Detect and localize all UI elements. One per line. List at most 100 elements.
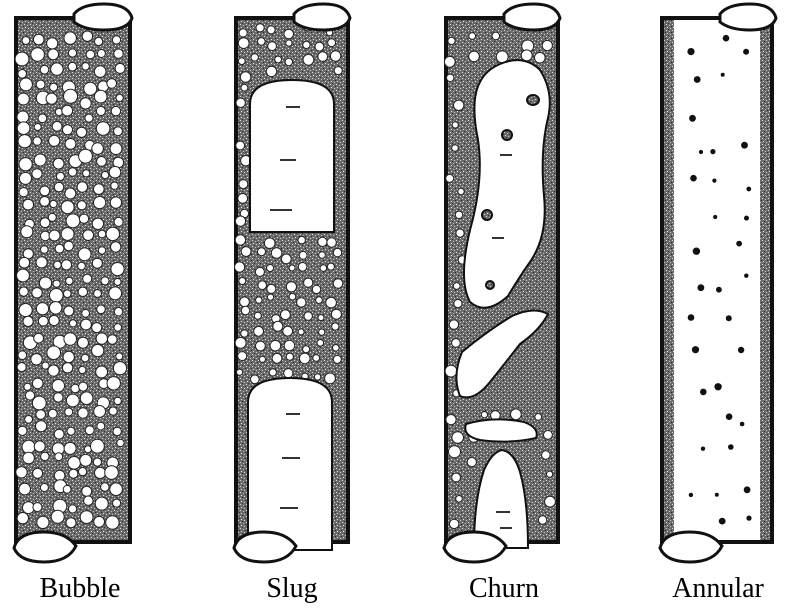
gas-bubble [84, 496, 93, 505]
gas-bubble [78, 262, 86, 270]
liquid-droplet [740, 422, 745, 427]
gas-bubble [238, 194, 248, 204]
gas-bubble [542, 451, 551, 460]
gas-bubble [20, 172, 32, 184]
gas-bubble [317, 340, 324, 347]
gas-bubble [114, 127, 123, 136]
gas-bubble [116, 353, 123, 360]
gas-bubble [82, 486, 92, 496]
liquid-droplet [719, 518, 726, 525]
gas-bubble [108, 335, 118, 345]
gas-bubble [83, 230, 94, 241]
gas-bubble [109, 166, 121, 178]
gas-bubble [79, 468, 87, 476]
gas-bubble [38, 316, 48, 326]
gas-bubble [66, 394, 79, 407]
gas-bubble [33, 137, 41, 145]
gas-bubble [91, 439, 105, 453]
liquid-droplet [699, 150, 703, 154]
gas-bubble [52, 121, 62, 131]
gas-bubble [94, 406, 106, 418]
gas-bubble [240, 297, 250, 307]
annular-gas-core [674, 20, 760, 540]
gas-bubble [101, 277, 109, 285]
gas-bubble [19, 287, 28, 296]
gas-bubble [19, 158, 32, 171]
liquid-droplet [746, 516, 751, 521]
gas-bubble [458, 188, 464, 194]
gas-bubble [259, 356, 265, 362]
gas-bubble [37, 516, 49, 528]
gas-bubble [69, 320, 76, 327]
liquid-droplet [726, 315, 732, 321]
liquid-droplet [716, 287, 722, 293]
gas-bubble [33, 503, 42, 512]
gas-bubble [78, 248, 91, 261]
gas-bubble [269, 369, 276, 376]
gas-bubble [283, 326, 293, 336]
liquid-droplet [726, 413, 733, 420]
gas-bubble [79, 149, 93, 163]
gas-bubble [256, 297, 262, 303]
gas-bubble [238, 352, 247, 361]
gas-bubble [109, 407, 117, 415]
gas-bubble [238, 38, 249, 49]
gas-bubble [452, 145, 459, 152]
gas-bubble [237, 369, 243, 375]
gas-bubble [330, 51, 340, 61]
gas-bubble [111, 242, 121, 252]
gas-bubble [80, 511, 93, 524]
liquid-droplet [692, 346, 699, 353]
gas-bubble [267, 284, 276, 293]
gas-bubble [64, 442, 76, 454]
gas-bubble [34, 154, 46, 166]
gas-bubble [303, 54, 314, 65]
gas-bubble [66, 214, 80, 228]
gas-bubble [31, 48, 45, 62]
liquid-droplet [712, 179, 716, 183]
liquid-droplet [688, 314, 695, 321]
liquid-droplet [689, 115, 696, 122]
gas-bubble [315, 42, 324, 51]
gas-bubble [251, 375, 260, 384]
gas-bubble [96, 366, 108, 378]
gas-bubble [31, 354, 42, 365]
gas-bubble [267, 294, 273, 300]
gas-bubble [97, 422, 105, 430]
gas-bubble [271, 248, 282, 259]
gas-bubble [258, 248, 266, 256]
gas-bubble [455, 211, 462, 218]
gas-bubble [235, 216, 245, 226]
gas-bubble [32, 169, 42, 179]
gas-bubble [284, 340, 295, 351]
gas-bubble [446, 415, 456, 425]
gas-bubble [18, 135, 31, 148]
gas-bubble [236, 141, 245, 150]
gas-bubble [79, 366, 86, 373]
liquid-droplet [701, 447, 705, 451]
gas-bubble [333, 345, 340, 352]
gas-bubble [92, 143, 104, 155]
gas-bubble [538, 516, 546, 524]
gas-bubble [256, 24, 264, 32]
gas-bubble [239, 278, 246, 285]
gas-bubble [454, 300, 462, 308]
gas-bubble [50, 302, 62, 314]
gas-bubble [80, 98, 91, 109]
annular-pipe-bottom-cap [660, 532, 722, 562]
gas-bubble [312, 285, 320, 293]
gas-bubble [63, 351, 74, 362]
gas-bubble [264, 238, 275, 249]
gas-bubble [79, 382, 88, 391]
gas-bubble [456, 229, 464, 237]
gas-bubble [331, 309, 341, 319]
gas-bubble [67, 427, 75, 435]
gas-bubble [304, 278, 313, 287]
gas-bubble [65, 408, 73, 416]
gas-bubble [34, 441, 45, 452]
liquid-droplet [736, 241, 742, 247]
liquid-droplet [700, 389, 707, 396]
liquid-droplet [698, 284, 705, 291]
gas-bubble [96, 122, 110, 136]
